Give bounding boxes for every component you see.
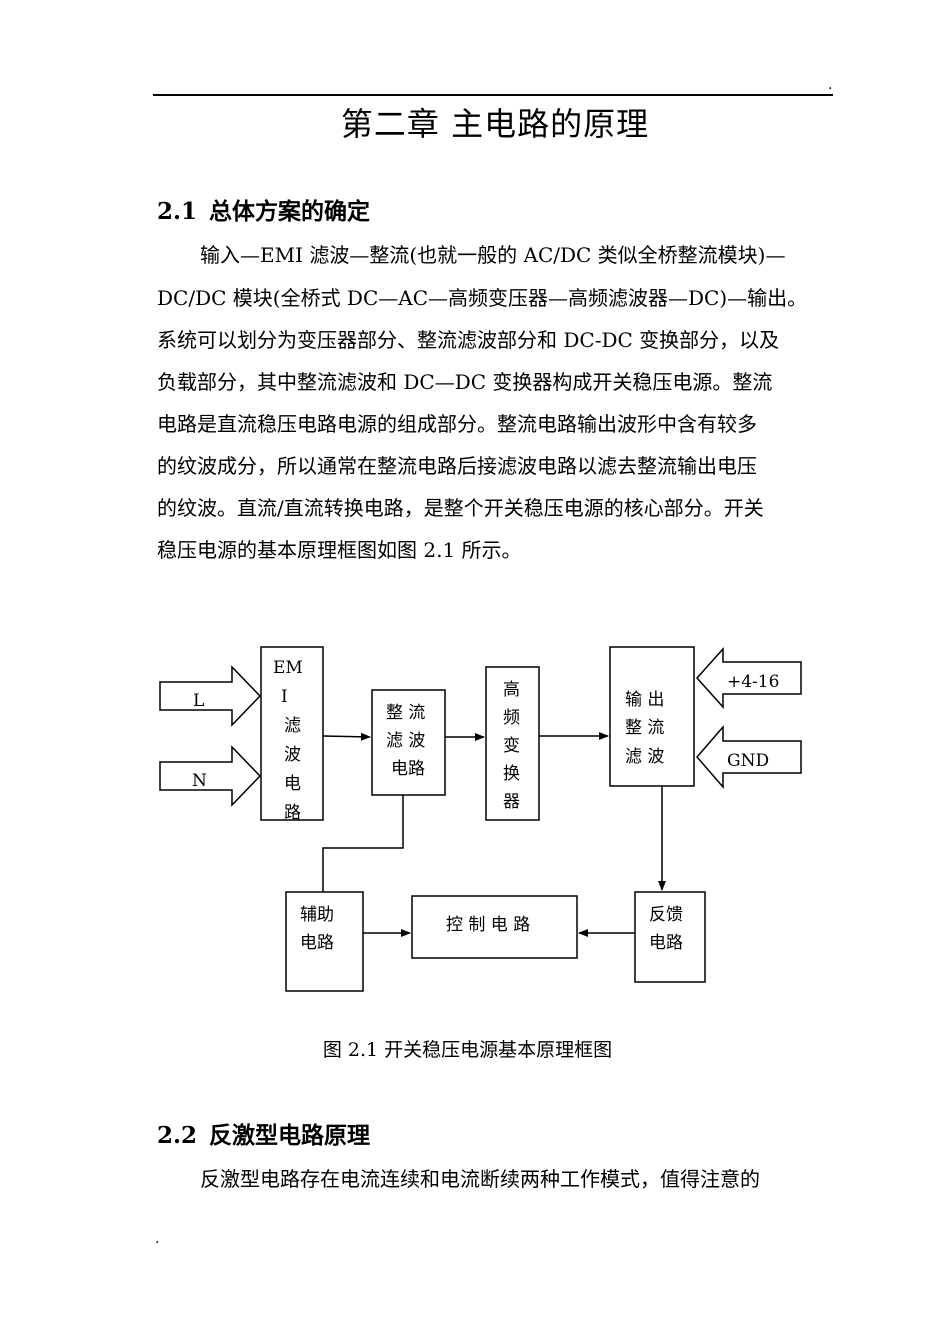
paragraph-line: 的纹波。直流/直流转换电路，是整个开关稳压电源的核心部分。开关	[157, 496, 764, 520]
aux-text-line: 电路	[300, 933, 334, 953]
emi-text-line: 波	[284, 745, 301, 765]
section-title: 总体方案的确定	[209, 198, 371, 225]
emi-text-line: I	[281, 687, 288, 707]
emi-text-line: 路	[284, 803, 301, 823]
footer-mark: .	[155, 1231, 160, 1247]
section-number: 2.2	[157, 1122, 198, 1149]
aux-text-line: 辅助	[300, 905, 334, 925]
output-filter-block: 输 出 整 流 滤 波	[609, 646, 695, 787]
input-arrow-N: N	[159, 745, 262, 807]
emi-text-line: EM	[273, 658, 303, 678]
header-rule	[153, 94, 833, 96]
input-arrow-L: L	[159, 665, 262, 727]
section-number: 2.1	[157, 198, 198, 225]
feedback-text-line: 电路	[649, 933, 683, 953]
emi-text-line: 电	[284, 774, 301, 794]
rectifier-text-line: 电路	[391, 759, 425, 779]
transformer-text-line: 换	[503, 764, 520, 784]
header-mark: .	[828, 77, 833, 93]
rectifier-text-line: 整 流	[386, 703, 425, 723]
rectifier-filter-block: 整 流 滤 波 电路	[371, 689, 446, 796]
chapter-title: 第二章 主电路的原理	[340, 105, 650, 143]
arrow-emi-to-rectifier	[322, 732, 371, 741]
section-title: 反激型电路原理	[209, 1122, 371, 1149]
auxiliary-circuit-block: 辅助 电路	[285, 891, 364, 992]
control-circuit-block: 控 制 电 路	[411, 895, 578, 959]
paragraph-line: 稳压电源的基本原理框图如图 2.1 所示。	[157, 538, 522, 562]
figure-caption: 图 2.1 开关稳压电源基本原理框图	[322, 1039, 613, 1061]
paragraph-line: DC/DC 模块(全桥式 DC—AC—高频变压器—高频滤波器—DC)—输出。	[157, 286, 808, 310]
output-plus-label: +4-16	[727, 672, 779, 692]
control-label: 控 制 电 路	[446, 915, 530, 935]
paragraph-line: 反激型电路存在电流连续和电流断续两种工作模式，值得注意的	[200, 1167, 760, 1191]
input-N-label: N	[192, 771, 207, 791]
output-gnd-label: GND	[727, 751, 769, 771]
output-arrow-gnd: GND	[696, 724, 802, 790]
section-heading-2-2: 2.2 反激型电路原理	[157, 1121, 370, 1151]
output-filter-text-line: 整 流	[625, 718, 664, 738]
paragraph-line: 的纹波成分，所以通常在整流电路后接滤波电路以滤去整流输出电压	[157, 454, 757, 478]
paragraph-line: 系统可以划分为变压器部分、整流滤波部分和 DC-DC 变换部分，以及	[157, 328, 780, 352]
feedback-circuit-block: 反馈 电路	[634, 891, 706, 983]
transformer-text-line: 器	[503, 792, 520, 812]
transformer-text-line: 高	[503, 680, 520, 700]
paragraph-line: 输入—EMI 滤波—整流(也就一般的 AC/DC 类似全桥整流模块)—	[200, 243, 786, 267]
output-filter-text-line: 输 出	[625, 690, 664, 710]
transformer-text-line: 频	[503, 708, 520, 728]
output-arrow-plus: +4-16	[695, 647, 802, 709]
feedback-text-line: 反馈	[649, 905, 683, 925]
rectifier-text-line: 滤 波	[386, 731, 425, 751]
input-L-label: L	[193, 691, 204, 711]
emi-text-line: 滤	[284, 716, 301, 736]
output-filter-text-line: 滤 波	[625, 747, 664, 767]
paragraph-line: 负载部分，其中整流滤波和 DC—DC 变换器构成开关稳压电源。整流	[157, 370, 773, 394]
emi-filter-block: EM I 滤 波 电 路	[260, 646, 324, 823]
section-heading-2-1: 2.1 总体方案的确定	[157, 197, 370, 227]
line-rectifier-to-auxiliary	[322, 795, 404, 892]
hf-transformer-block: 高 频 变 换 器	[485, 666, 540, 821]
transformer-text-line: 变	[503, 736, 520, 756]
paragraph-line: 电路是直流稳压电路电源的组成部分。整流电路输出波形中含有较多	[157, 412, 757, 436]
